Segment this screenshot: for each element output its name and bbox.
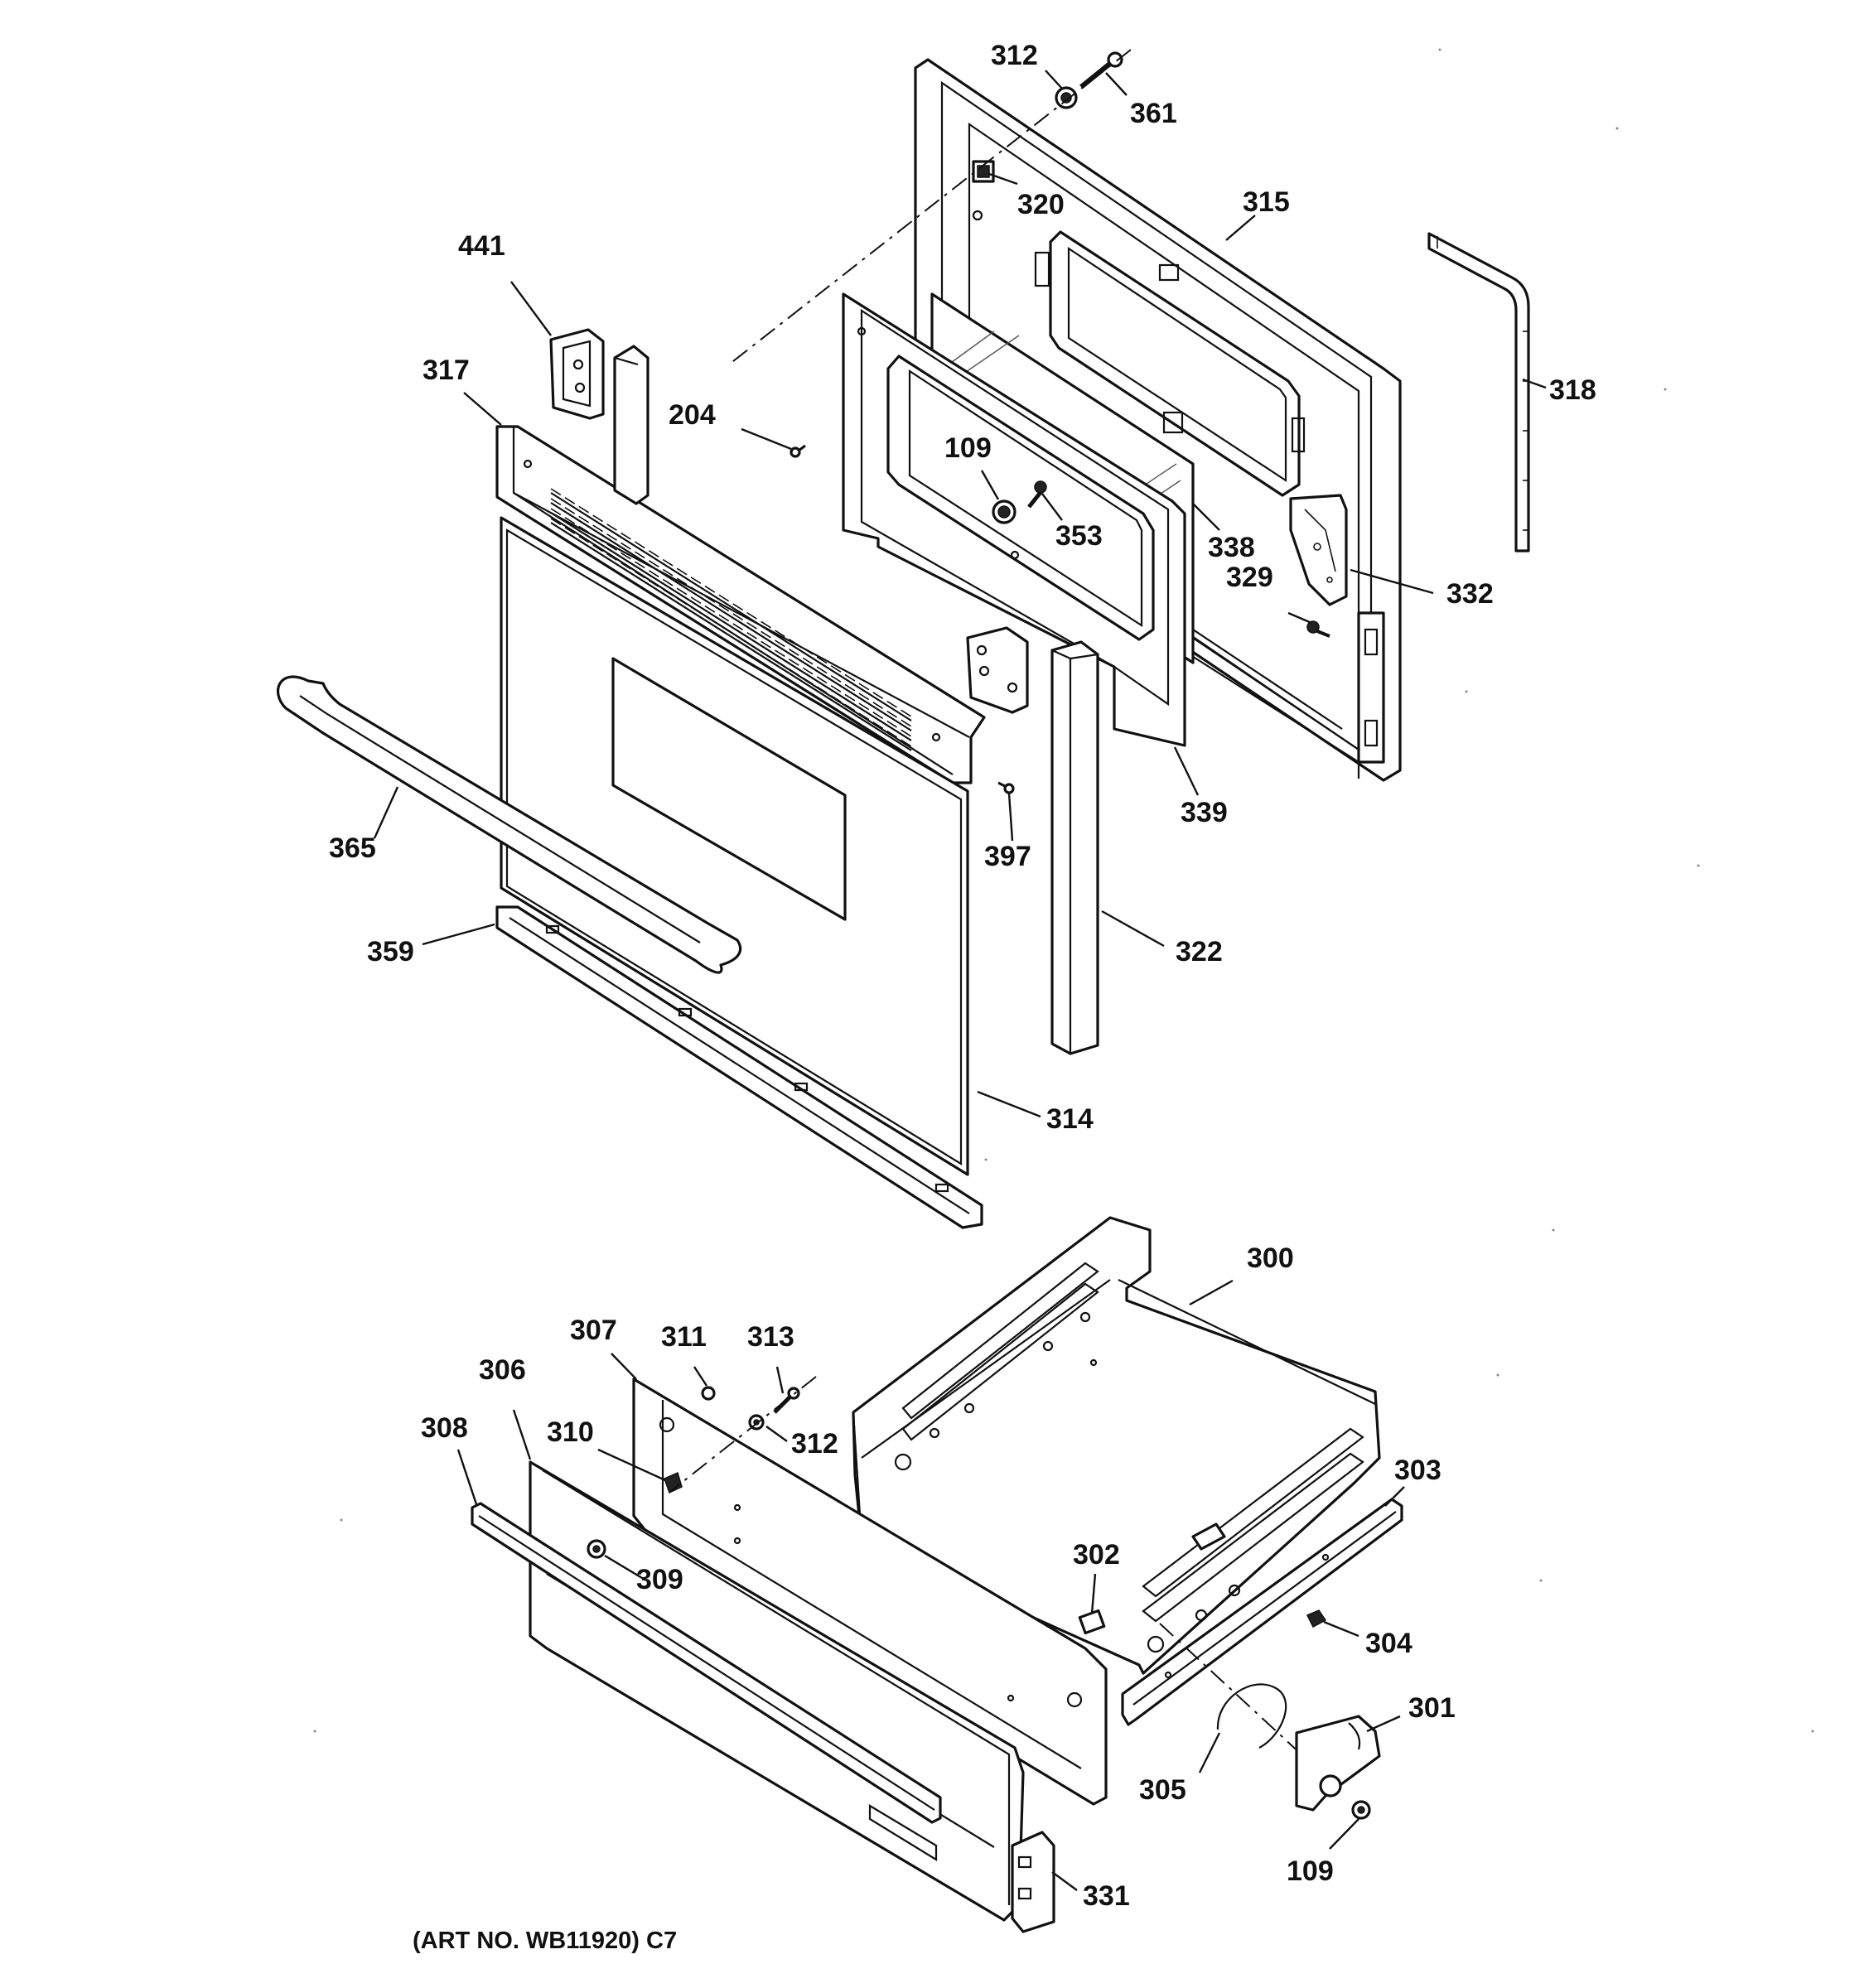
part-317-post bbox=[613, 345, 650, 505]
part-365-door-handle bbox=[276, 675, 742, 974]
callout-339: 339 bbox=[1181, 797, 1228, 828]
part-301-bracket bbox=[1295, 1715, 1381, 1812]
part-308-trim-rail bbox=[471, 1502, 942, 1824]
part-304-clip bbox=[1306, 1609, 1327, 1629]
callout-306: 306 bbox=[479, 1354, 526, 1386]
callout-313: 313 bbox=[747, 1321, 794, 1353]
callout-305: 305 bbox=[1139, 1774, 1186, 1806]
callout-301: 301 bbox=[1408, 1692, 1456, 1724]
part-311-nut bbox=[701, 1386, 716, 1401]
scan-speckles bbox=[313, 48, 1814, 1733]
callout-329: 329 bbox=[1226, 562, 1273, 593]
callout-312-lower: 312 bbox=[791, 1428, 838, 1460]
callout-303: 303 bbox=[1394, 1455, 1441, 1486]
part-hinge-bracket-lower bbox=[966, 626, 1029, 714]
part-329-screw bbox=[1306, 620, 1330, 638]
callout-311: 311 bbox=[661, 1321, 707, 1353]
callout-322: 322 bbox=[1176, 936, 1223, 967]
callout-307: 307 bbox=[570, 1315, 617, 1346]
callout-397: 397 bbox=[984, 841, 1031, 872]
callout-359: 359 bbox=[367, 936, 414, 967]
leader-lines bbox=[373, 70, 1547, 1891]
part-315-door-inner-panel bbox=[914, 58, 1402, 782]
part-309-bolt bbox=[587, 1539, 606, 1559]
part-441-hinge-bracket bbox=[549, 328, 605, 420]
part-353-screw bbox=[1027, 480, 1047, 509]
part-109-nut-lower bbox=[1351, 1800, 1371, 1820]
callout-314: 314 bbox=[1046, 1103, 1094, 1135]
callout-204: 204 bbox=[669, 399, 716, 431]
callout-308: 308 bbox=[421, 1412, 468, 1444]
callout-318: 318 bbox=[1549, 374, 1596, 406]
callout-338: 338 bbox=[1208, 532, 1255, 563]
callout-315: 315 bbox=[1243, 186, 1290, 218]
callout-317: 317 bbox=[423, 355, 470, 386]
part-204-screw bbox=[790, 444, 806, 458]
callout-331: 331 bbox=[1083, 1880, 1130, 1912]
part-332-insulation-block bbox=[1289, 494, 1348, 606]
callout-109-lower: 109 bbox=[1287, 1855, 1334, 1887]
part-310-clip bbox=[664, 1471, 683, 1494]
part-339-inner-door-frame bbox=[842, 292, 1186, 747]
part-361-screw bbox=[1079, 51, 1123, 89]
callout-361: 361 bbox=[1130, 98, 1177, 129]
part-320-clip bbox=[972, 160, 995, 183]
part-303-slide-rail bbox=[1121, 1498, 1403, 1726]
callout-300: 300 bbox=[1247, 1242, 1294, 1274]
part-307-drawer-front-inner bbox=[632, 1378, 1108, 1806]
callout-304: 304 bbox=[1365, 1628, 1412, 1659]
part-318-gasket bbox=[1427, 232, 1530, 552]
part-331-bracket bbox=[1011, 1831, 1055, 1933]
part-317-vent-trim bbox=[495, 425, 986, 784]
part-359-bottom-trim bbox=[495, 905, 983, 1229]
part-397-screw bbox=[997, 781, 1015, 794]
callout-309: 309 bbox=[636, 1564, 683, 1595]
part-314-outer-door bbox=[500, 516, 969, 1176]
part-322-side-post bbox=[1050, 640, 1099, 1055]
callout-365: 365 bbox=[329, 832, 376, 864]
callout-312: 312 bbox=[991, 40, 1038, 71]
art-number-caption: (ART NO. WB11920) C7 bbox=[413, 1928, 677, 1954]
callout-353: 353 bbox=[1055, 520, 1103, 552]
callout-320: 320 bbox=[1017, 189, 1065, 220]
callout-441: 441 bbox=[458, 230, 505, 262]
part-305-spring-wire bbox=[1216, 1683, 1287, 1749]
part-302-stud bbox=[1078, 1609, 1106, 1635]
callout-109: 109 bbox=[944, 432, 992, 464]
callout-332: 332 bbox=[1446, 578, 1494, 610]
callout-302: 302 bbox=[1073, 1539, 1120, 1571]
part-109-bumper bbox=[992, 499, 1017, 524]
callout-labels: 312 361 320 315 441 318 317 204 109 353 … bbox=[329, 40, 1596, 1912]
part-312-washer-top bbox=[1055, 86, 1078, 109]
callout-310: 310 bbox=[547, 1416, 594, 1448]
